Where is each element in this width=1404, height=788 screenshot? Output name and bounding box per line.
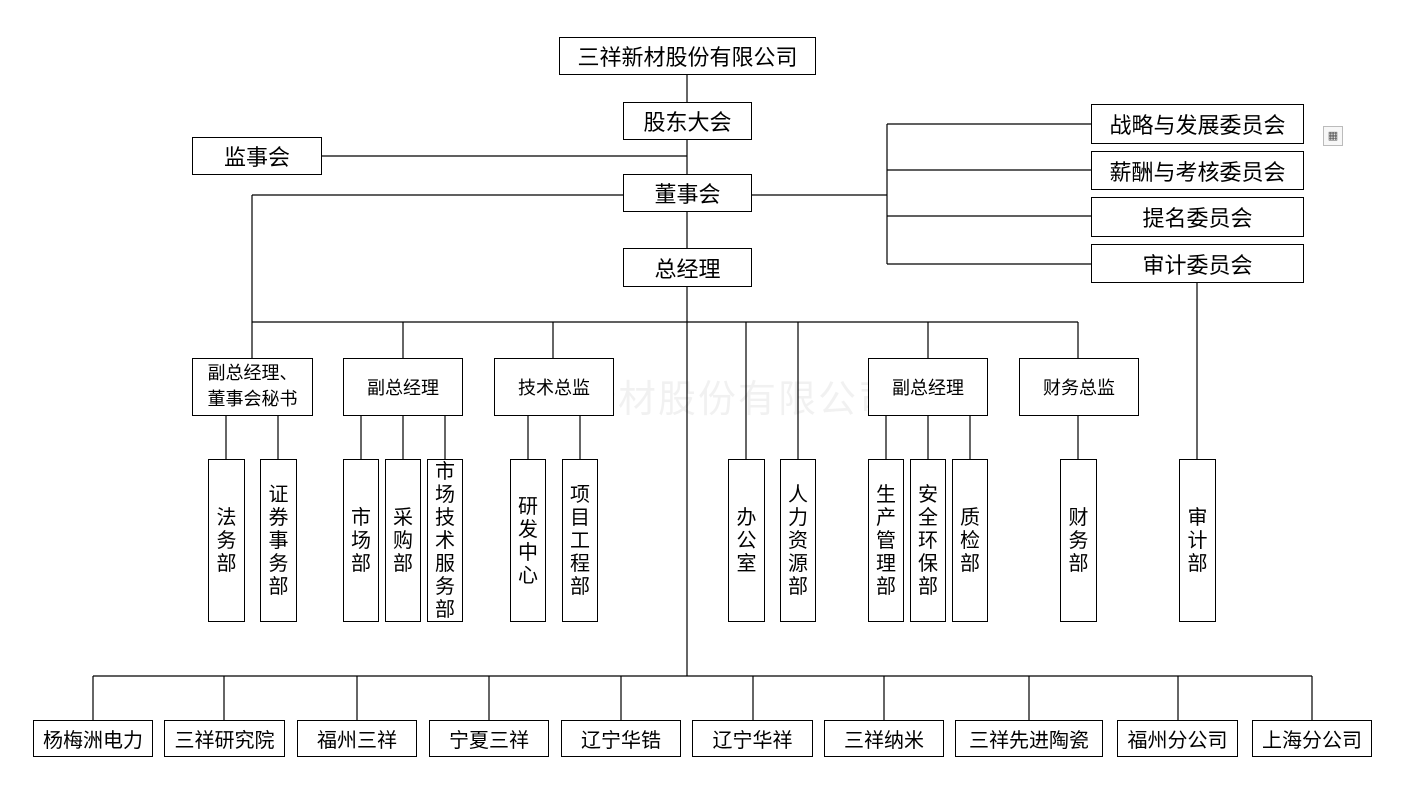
dept-label: 办公室: [736, 505, 757, 575]
node-supervisory-board[interactable]: 监事会: [192, 137, 322, 175]
subsidiary-fuzhou-sanxiang[interactable]: 福州三祥: [297, 720, 417, 757]
subsidiary-ningxia-sanxiang[interactable]: 宁夏三祥: [429, 720, 549, 757]
node-board-of-directors[interactable]: 董事会: [623, 174, 752, 212]
node-general-manager[interactable]: 总经理: [623, 248, 752, 287]
node-company[interactable]: 三祥新材股份有限公司: [559, 37, 816, 75]
node-vp-board-secretary[interactable]: 副总经理、 董事会秘书: [192, 358, 313, 416]
node-committee-compensation[interactable]: 薪酬与考核委员会: [1091, 151, 1304, 190]
subsidiary-sanxiang-nano[interactable]: 三祥纳米: [824, 720, 944, 757]
dept-label: 市场部: [351, 505, 371, 575]
subsidiary-liaoning-huagao[interactable]: 辽宁华锆: [561, 720, 681, 757]
qr-code-icon[interactable]: ▦: [1323, 126, 1343, 146]
dept-audit[interactable]: 审计部: [1179, 459, 1216, 622]
dept-label: 财务部: [1068, 505, 1089, 575]
dept-market-tech-service[interactable]: 市场技术服务部: [427, 459, 463, 622]
dept-label: 法务部: [216, 505, 237, 575]
subsidiary-shanghai-branch[interactable]: 上海分公司: [1252, 720, 1372, 757]
dept-marketing[interactable]: 市场部: [343, 459, 379, 622]
node-committee-nomination[interactable]: 提名委员会: [1091, 197, 1304, 237]
dept-label: 证券事务部: [268, 482, 289, 598]
subsidiary-advanced-ceramics[interactable]: 三祥先进陶瓷: [955, 720, 1103, 757]
node-finance-director[interactable]: 财务总监: [1019, 358, 1139, 416]
dept-label: 项目工程部: [570, 482, 590, 598]
dept-label: 生产管理部: [876, 482, 896, 598]
dept-label: 审计部: [1187, 505, 1208, 575]
node-label-line: 董事会秘书: [207, 389, 298, 410]
dept-label: 市场技术服务部: [435, 459, 455, 621]
dept-office[interactable]: 办公室: [728, 459, 765, 622]
node-technical-director[interactable]: 技术总监: [494, 358, 614, 416]
node-committee-strategy[interactable]: 战略与发展委员会: [1091, 104, 1304, 144]
dept-securities-affairs[interactable]: 证券事务部: [260, 459, 297, 622]
dept-label: 安全环保部: [918, 482, 938, 598]
dept-label: 质检部: [960, 505, 980, 575]
dept-safety-environment[interactable]: 安全环保部: [910, 459, 946, 622]
node-vice-president-2[interactable]: 副总经理: [868, 358, 988, 416]
subsidiary-research-institute[interactable]: 三祥研究院: [164, 720, 285, 757]
dept-rnd-center[interactable]: 研发中心: [510, 459, 546, 622]
dept-procurement[interactable]: 采购部: [385, 459, 421, 622]
subsidiary-fuzhou-branch[interactable]: 福州分公司: [1117, 720, 1238, 757]
node-label-line: 副总经理、: [207, 363, 298, 384]
dept-label: 研发中心: [518, 493, 538, 587]
dept-legal[interactable]: 法务部: [208, 459, 245, 622]
node-vice-president-1[interactable]: 副总经理: [343, 358, 463, 416]
node-committee-audit[interactable]: 审计委员会: [1091, 244, 1304, 283]
dept-project-engineering[interactable]: 项目工程部: [562, 459, 598, 622]
node-shareholders-meeting[interactable]: 股东大会: [623, 102, 752, 140]
dept-label: 采购部: [393, 505, 413, 575]
dept-production-management[interactable]: 生产管理部: [868, 459, 904, 622]
dept-label: 人力资源部: [788, 482, 808, 598]
subsidiary-yangmeizhou-power[interactable]: 杨梅洲电力: [33, 720, 153, 757]
dept-human-resources[interactable]: 人力资源部: [780, 459, 816, 622]
subsidiary-liaoning-huaxiang[interactable]: 辽宁华祥: [692, 720, 813, 757]
dept-finance[interactable]: 财务部: [1060, 459, 1097, 622]
dept-quality-inspection[interactable]: 质检部: [952, 459, 988, 622]
